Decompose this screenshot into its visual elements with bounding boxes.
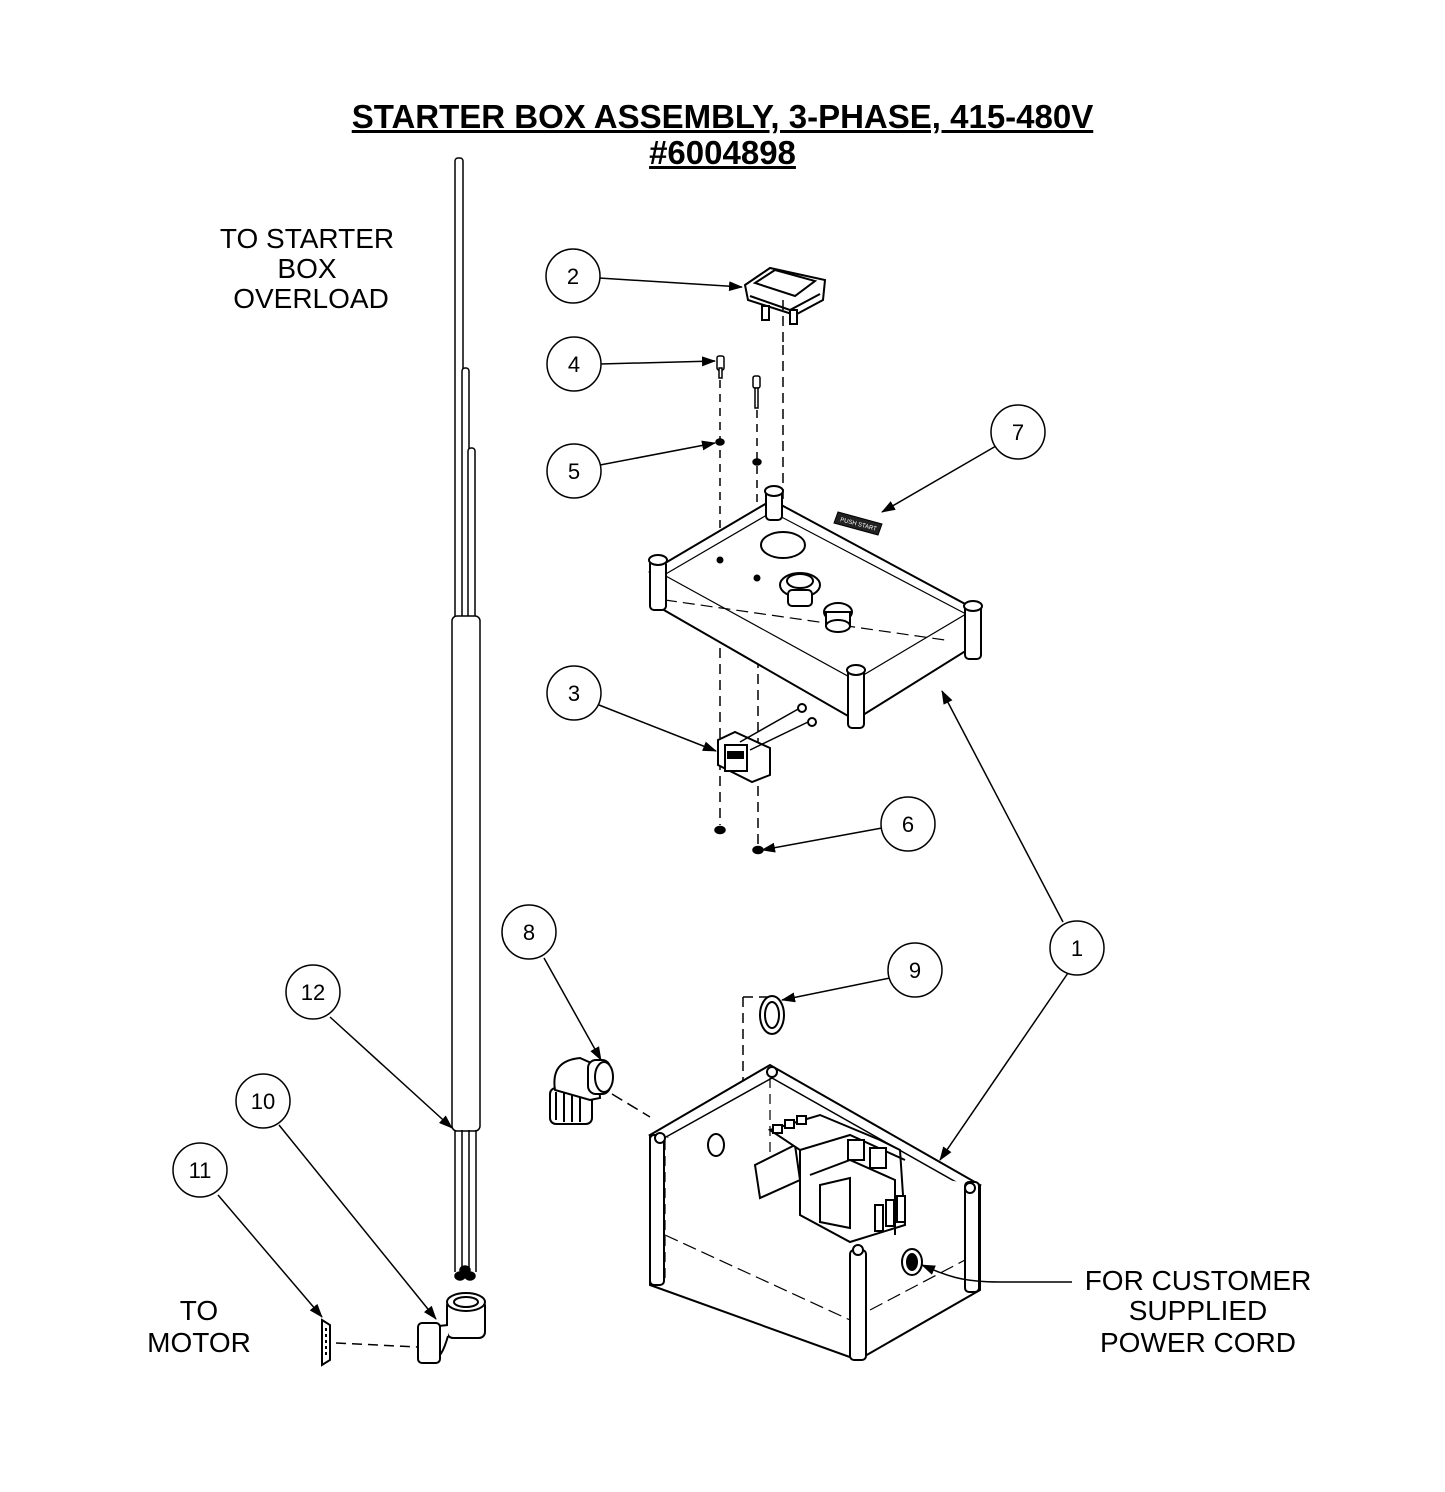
pushbutton-cap [743,266,827,540]
note-power-cord-line3: POWER CORD [1100,1327,1296,1358]
note-overload-line2: BOX [277,253,336,284]
svg-text:11: 11 [189,1158,212,1183]
enclosure-lid [648,485,983,729]
callout-2: 2 [545,248,601,304]
svg-text:2: 2 [567,264,579,289]
enclosure-base [648,1063,983,1362]
svg-text:8: 8 [523,920,535,945]
elbow-fitting-lower [335,1292,486,1364]
callout-4: 4 [546,336,602,392]
note-motor: TO MOTOR [147,1295,251,1358]
note-motor-line2: MOTOR [147,1327,251,1358]
note-overload-line3: OVERLOAD [233,283,389,314]
note-motor-line1: TO [180,1295,218,1326]
callout-12: 12 [285,964,341,1020]
svg-text:3: 3 [568,681,580,706]
callout-11: 11 [172,1142,228,1198]
note-overload-line1: TO STARTER [220,223,394,254]
svg-text:6: 6 [902,812,914,837]
cord-connector [321,1318,331,1367]
callout-8: 8 [501,904,557,960]
callout-balloons: 1 2 3 4 5 6 7 [172,248,1105,1198]
svg-text:5: 5 [568,459,580,484]
svg-text:1: 1 [1071,936,1083,961]
elbow-fitting-upper [549,1056,651,1125]
callout-5: 5 [546,443,602,499]
note-power-cord-line2: SUPPLIED [1129,1295,1268,1326]
callout-9: 9 [887,942,943,998]
label-plate: PUSH START [833,511,883,536]
cable-bundle [451,157,481,1281]
svg-text:7: 7 [1012,420,1024,445]
callout-7: 7 [990,404,1046,460]
note-power-cord: FOR CUSTOMER SUPPLIED POWER CORD [1085,1265,1312,1358]
leader-lines [217,277,1072,1320]
callout-6: 6 [880,796,936,852]
svg-text:4: 4 [568,352,580,377]
note-power-cord-line1: FOR CUSTOMER [1085,1265,1312,1296]
note-overload: TO STARTER BOX OVERLOAD [220,223,394,314]
callout-1: 1 [1049,920,1105,976]
svg-text:12: 12 [301,980,325,1005]
diagram-title: STARTER BOX ASSEMBLY, 3-PHASE, 415-480V [351,98,1094,135]
callout-3: 3 [546,665,602,721]
svg-text:10: 10 [251,1089,275,1114]
callout-10: 10 [235,1073,291,1129]
contact-block [717,703,817,784]
part-number: #6004898 [649,134,796,171]
svg-text:9: 9 [909,958,921,983]
